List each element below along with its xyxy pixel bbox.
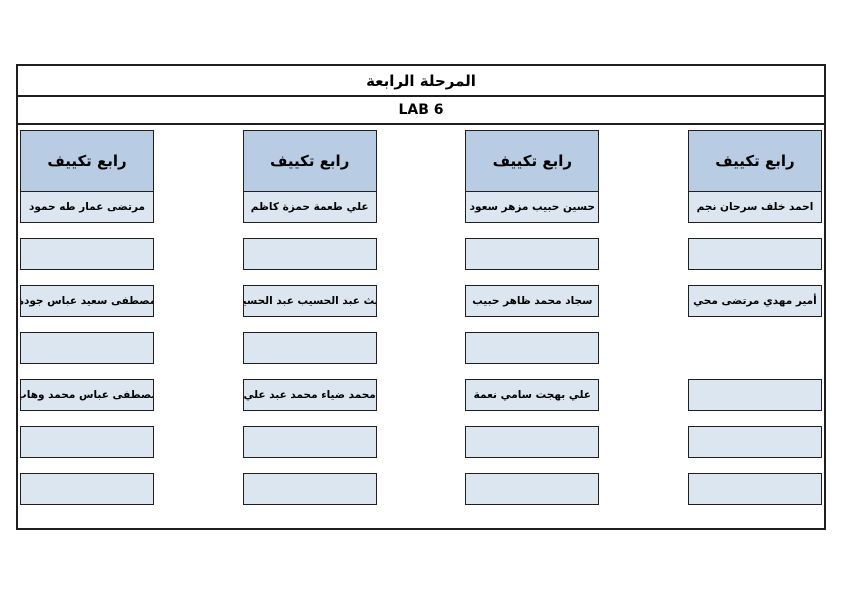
student-cell: مصطفى عباس محمد وهاب [20, 378, 154, 411]
empty-cell [20, 237, 154, 270]
student-cell: علي طعمة حمزة كاظم [242, 190, 377, 223]
student-cell: غيث عبد الحسيب عبد الحسين [242, 284, 377, 317]
empty-cell [687, 425, 822, 458]
empty-cell [465, 331, 600, 364]
lab-label: LAB 6 [18, 97, 824, 125]
empty-cell [687, 472, 822, 505]
empty-cell [687, 378, 822, 411]
empty-cell [687, 237, 822, 270]
group-header: رابع تكييف [242, 130, 377, 192]
group-header: رابع تكييف [20, 130, 154, 192]
student-cell: حسين حبيب مزهر سعود [465, 190, 600, 223]
empty-cell [465, 472, 600, 505]
lab-column-1: رابع تكييف مرتضى عمار طه حمود مصطفى سعيد… [20, 130, 154, 528]
student-cell: محمد ضياء محمد عبد علي [242, 378, 377, 411]
student-cell: مصطفى سعيد عباس جودة [20, 284, 154, 317]
lab-column-2: رابع تكييف علي طعمة حمزة كاظم غيث عبد ال… [242, 130, 377, 528]
empty-cell [465, 237, 600, 270]
student-cell: مرتضى عمار طه حمود [20, 190, 154, 223]
schedule-table: المرحلة الرابعة LAB 6 رابع تكييف مرتضى ع… [16, 64, 826, 530]
lab-column-4: رابع تكييف احمد خلف سرحان نجم أمير مهدي … [687, 130, 822, 528]
student-cell: احمد خلف سرحان نجم [687, 190, 822, 223]
empty-cell [242, 425, 377, 458]
group-header: رابع تكييف [687, 130, 822, 192]
empty-cell [465, 425, 600, 458]
empty-cell [20, 425, 154, 458]
columns-area: رابع تكييف مرتضى عمار طه حمود مصطفى سعيد… [18, 125, 824, 528]
empty-cell [242, 237, 377, 270]
page-title: المرحلة الرابعة [18, 66, 824, 97]
student-cell: أمير مهدي مرتضى محي [687, 284, 822, 317]
lab-column-3: رابع تكييف حسين حبيب مزهر سعود سجاد محمد… [465, 130, 600, 528]
empty-cell [20, 331, 154, 364]
student-cell: علي بهجت سامي نعمة [465, 378, 600, 411]
student-cell: سجاد محمد ظاهر حبيب [465, 284, 600, 317]
empty-cell [242, 472, 377, 505]
empty-cell [242, 331, 377, 364]
group-header: رابع تكييف [465, 130, 600, 192]
empty-cell [20, 472, 154, 505]
